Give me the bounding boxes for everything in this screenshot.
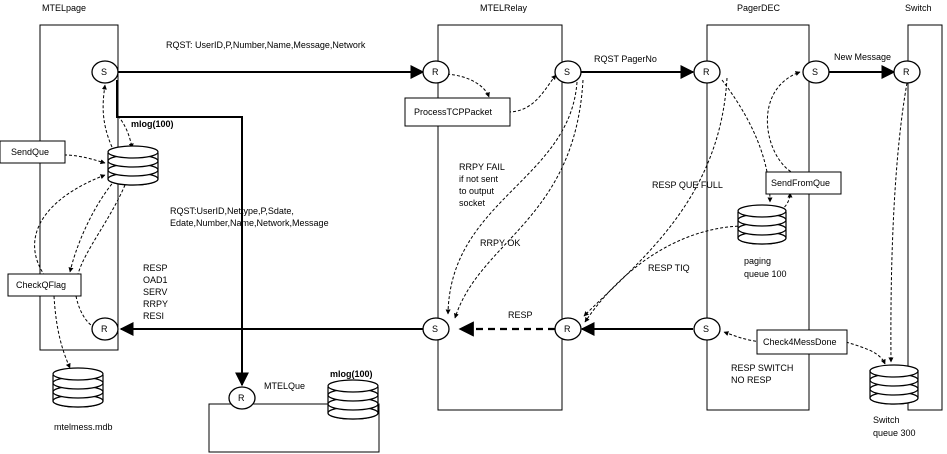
node-label: S	[812, 67, 818, 77]
checkqflag-to-mdb-arrow	[53, 295, 71, 369]
resp-switch-label-2: NO RESP	[731, 375, 772, 385]
mtelpage-title: MTELpage	[42, 3, 86, 13]
mtelque-receive-node: R	[228, 386, 256, 410]
mlog-page-db-icon	[107, 145, 159, 186]
mtelrelay-send-node: S	[554, 60, 582, 84]
rrpy-fail-arrow	[445, 81, 578, 315]
rqst-que-label-2: Edate,Number,Name,Network,Message	[170, 218, 329, 228]
pagerdec-title: PagerDEC	[737, 3, 781, 13]
check4mess-to-switchq-arrow	[845, 341, 886, 365]
mtelpage-send-node: S	[91, 60, 119, 84]
checkqflag-to-mlog-arrow	[34, 174, 106, 277]
rqst-que-label-1: RQST:UserID,Nettype,P,Sdate,	[170, 206, 294, 216]
rrpy-fail-label-1: RRPY FAIL	[459, 162, 505, 172]
resp-que-full-label: RESP QUE FULL	[652, 180, 723, 190]
mtelrelay-receive-node: R	[422, 60, 450, 84]
paging-queue-label-1: paging	[744, 256, 771, 266]
pagerdec-resp-send-node: S	[693, 317, 721, 341]
mlog-to-s-arrow	[101, 84, 113, 148]
processtcp-label: ProcessTCPPacket	[414, 107, 493, 117]
switch-box	[907, 24, 943, 411]
rrpy-ok-label: RRPY OK	[480, 238, 520, 248]
rqst-to-mtelque-arrow	[116, 80, 249, 387]
resp-que-full-arrow	[583, 77, 728, 317]
rrpy-fail-label-2: if not sent	[459, 174, 499, 184]
sendque-process: SendQue	[0, 140, 66, 164]
check4mess-label: Check4MessDone	[763, 337, 837, 347]
node-label: R	[101, 324, 108, 334]
mtelrelay-resp-send-node: S	[422, 317, 450, 341]
sendfromque-to-s-arrow	[766, 71, 801, 175]
node-label: R	[564, 324, 571, 334]
node-label: S	[564, 67, 570, 77]
pagerdec-send-node: S	[802, 60, 830, 84]
checkqflag-process: CheckQFlag	[7, 273, 82, 297]
switch-title: Switch	[905, 3, 932, 13]
checkqflag-label: CheckQFlag	[16, 280, 66, 290]
mtelrelay-resp-receive-node: R	[554, 317, 582, 341]
mlog-checkqflag-link	[77, 184, 126, 275]
process-to-s-arrow	[507, 74, 557, 113]
resp-list-label-5: RESI	[143, 311, 164, 321]
mlog-to-checkqflag-arrow	[68, 179, 116, 273]
rrpy-fail-label-4: socket	[459, 198, 486, 208]
new-message-label: New Message	[834, 52, 891, 62]
resp-list-label-2: OAD1	[143, 275, 168, 285]
paging-to-sendfromque-arrow	[766, 192, 793, 217]
node-label: R	[238, 393, 245, 403]
processtcp-process: ProcessTCPPacket	[404, 97, 511, 127]
resp-tiq-label: RESP TIQ	[648, 263, 690, 273]
mlog-que-db-icon	[327, 379, 379, 420]
paging-queue-label-2: queue 100	[744, 269, 787, 279]
resp-list-label-4: RRPY	[143, 299, 168, 309]
resp-switch-label-1: RESP SWITCH	[731, 363, 793, 373]
node-label: S	[432, 324, 438, 334]
node-label: S	[703, 324, 709, 334]
rqst-top-label: RQST: UserID,P,Number,Name,Message,Netwo…	[166, 40, 366, 50]
check4mess-to-s-arrow	[723, 331, 762, 343]
rqst-pagerno-label: RQST PagerNo	[594, 54, 657, 64]
r-to-process-arrow	[446, 73, 490, 98]
switch-receive-node: R	[893, 60, 921, 84]
resp-mid-label: RESP	[508, 310, 533, 320]
sendfromque-label: SendFromQue	[771, 178, 830, 188]
node-label: S	[101, 67, 107, 77]
sendque-label: SendQue	[11, 147, 49, 157]
switch-queue-label-2: queue 300	[873, 428, 916, 438]
switch-r-to-queue-arrow	[888, 82, 908, 363]
paging-queue-db-icon	[737, 204, 787, 245]
node-label: R	[903, 67, 910, 77]
mlog-que-label: mlog(100)	[330, 369, 373, 379]
check4mess-process: Check4MessDone	[756, 329, 848, 355]
mtelmess-label: mtelmess.mdb	[54, 422, 113, 432]
switch-queue-label-1: Switch	[873, 415, 900, 425]
resp-list-label-3: SERV	[143, 287, 167, 297]
mtelmess-db-icon	[52, 367, 104, 408]
pagerdec-receive-node: R	[693, 60, 721, 84]
switch-queue-db-icon	[869, 364, 919, 405]
rrpy-fail-label-3: to output	[459, 186, 495, 196]
sendque-to-mlog-arrow	[63, 154, 106, 165]
node-label: R	[432, 67, 439, 77]
mtelpage-receive-node: R	[91, 317, 119, 341]
mlog-page-label: mlog(100)	[131, 119, 174, 129]
resp-list-label-1: RESP	[143, 263, 168, 273]
node-label: R	[703, 67, 710, 77]
sendfromque-process: SendFromQue	[765, 171, 842, 195]
rrpy-ok-arrow	[453, 79, 584, 319]
s-to-mlog-arrow	[117, 115, 134, 149]
mtelque-title: MTELQue	[264, 381, 305, 391]
mtelrelay-title: MTELRelay	[480, 3, 528, 13]
mtelrelay-box	[437, 24, 563, 411]
